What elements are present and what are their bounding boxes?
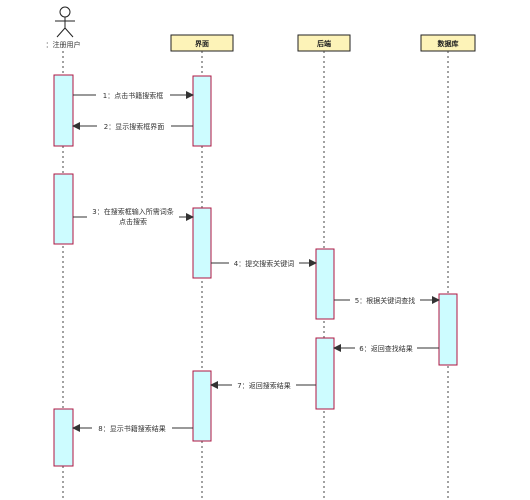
activation-bar: [53, 173, 74, 245]
participant-db: 数据库: [420, 34, 476, 52]
activation-bar: [53, 74, 74, 147]
message-label: 7：返回搜索结果: [237, 381, 290, 390]
message-label: 6：返回查找结果: [359, 344, 412, 353]
activation-bar: [438, 293, 458, 366]
message-label: 点击搜索: [119, 217, 147, 226]
activation-bar: [192, 370, 212, 442]
participant-backend-label: 后端: [317, 39, 331, 48]
participant-backend: 后端: [297, 34, 351, 52]
activation-bar: [315, 337, 335, 410]
message-label: 5：根据关键词查找: [355, 296, 415, 305]
message-label: 3：在搜索框输入所需词条: [92, 207, 173, 216]
message-label: 1：点击书籍搜索框: [103, 91, 163, 100]
activation-bar: [192, 207, 212, 279]
activation-bar: [192, 75, 212, 147]
actor-icon: [55, 6, 75, 38]
actor-label: ：注册用户: [46, 40, 81, 49]
participant-db-label: 数据库: [438, 39, 459, 48]
participant-ui: 界面: [170, 34, 234, 52]
activation-bar: [53, 408, 74, 467]
participant-ui-label: 界面: [195, 39, 209, 48]
message-label: 8：显示书籍搜索结果: [98, 424, 165, 433]
activation-bar: [315, 248, 335, 320]
message-label: 4：提交搜索关键词: [234, 259, 294, 268]
message-label: 2：显示搜索框界面: [104, 122, 164, 131]
